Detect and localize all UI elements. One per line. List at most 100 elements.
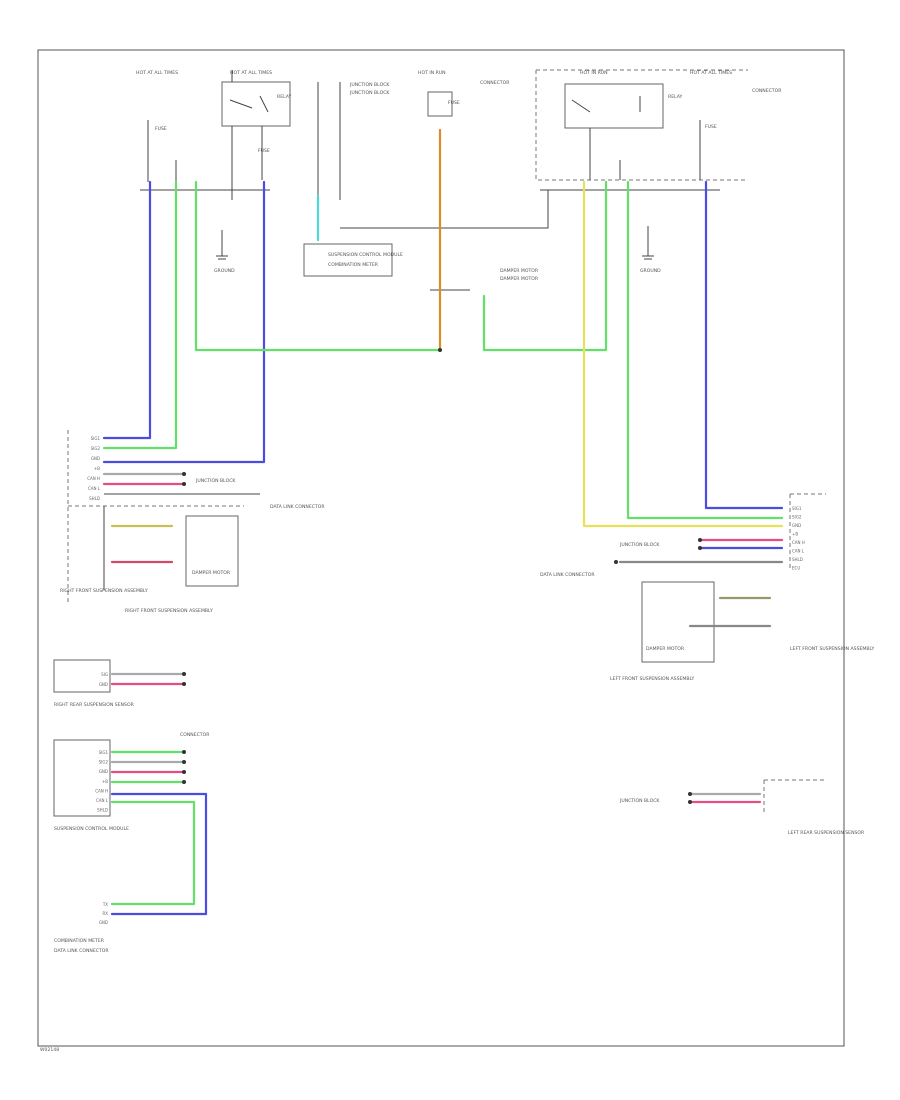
left-assembly-outline bbox=[789, 493, 826, 570]
left-rear-label: LEFT REAR SUSPENSION SENSOR bbox=[788, 830, 865, 836]
connector-dot bbox=[182, 760, 186, 764]
figure-code: W02148 bbox=[40, 1047, 59, 1053]
damper-label: DAMPER MOTOR bbox=[500, 268, 539, 274]
pin-label: +B bbox=[792, 532, 798, 537]
hot-label-2: HOT AT ALL TIMES bbox=[230, 70, 272, 76]
connector-dot bbox=[182, 770, 186, 774]
junction-label: JUNCTION BLOCK bbox=[349, 82, 390, 88]
pin-label: +B bbox=[102, 779, 108, 784]
pin-label: CAN H bbox=[792, 540, 805, 545]
pin-label: +B bbox=[94, 466, 100, 471]
pin-label: SHLD bbox=[792, 557, 803, 562]
connector-dot bbox=[182, 472, 186, 476]
fuse-label-2: FUSE bbox=[258, 148, 270, 154]
fuse-label-1: FUSE bbox=[155, 126, 167, 132]
wire-green-right-loop bbox=[482, 180, 608, 352]
connector-dot bbox=[182, 780, 186, 784]
pin-label: SIG1 bbox=[99, 750, 109, 755]
pin-label: SIG2 bbox=[792, 515, 802, 520]
relay-switch-left bbox=[229, 95, 269, 113]
relay-label-left: RELAY bbox=[277, 94, 292, 100]
connector-label-center: CONNECTOR bbox=[480, 80, 510, 86]
wire-blue-mod-loop bbox=[110, 792, 208, 916]
pin-label: SIG1 bbox=[792, 506, 802, 511]
data-link-lower-label: DATA LINK CONNECTOR bbox=[54, 948, 109, 954]
right-assembly-label: RIGHT FRONT SUSPENSION ASSEMBLY bbox=[60, 588, 148, 594]
ground-label-2: GROUND bbox=[640, 268, 661, 274]
pin-label: GND bbox=[99, 682, 108, 687]
ground-symbol-2 bbox=[642, 226, 654, 260]
wire-green-left-loop bbox=[194, 180, 442, 352]
pin-label: SIG bbox=[101, 672, 108, 677]
pin-label: SIG2 bbox=[91, 446, 101, 451]
wire-green-left-1 bbox=[102, 180, 178, 450]
pin-label: SIG2 bbox=[99, 760, 109, 765]
right-assembly-outline bbox=[67, 430, 244, 602]
pin-label: CAN H bbox=[95, 788, 108, 793]
data-link-label-left: DATA LINK CONNECTOR bbox=[270, 504, 325, 510]
combination-label: COMBINATION METER bbox=[328, 262, 379, 268]
pin-label: GND bbox=[792, 523, 801, 528]
ground-label-1: GROUND bbox=[214, 268, 235, 274]
pin-label: SHLD bbox=[97, 808, 108, 813]
data-link-label-right: DATA LINK CONNECTOR bbox=[540, 572, 595, 578]
pin-label: GND bbox=[99, 920, 108, 925]
fuse-label-4: FUSE bbox=[705, 124, 717, 130]
wire-green-mod-loop bbox=[110, 800, 196, 906]
junction-label-2: JUNCTION BLOCK bbox=[349, 90, 390, 96]
combination-lower-label: COMBINATION METER bbox=[54, 938, 105, 944]
junction-label-lr: JUNCTION BLOCK bbox=[619, 798, 660, 804]
hot-label-3: HOT IN RUN bbox=[418, 70, 446, 76]
pin-label: CAN L bbox=[88, 486, 101, 491]
connector-label-right: CONNECTOR bbox=[752, 88, 782, 94]
pin-label: TX bbox=[102, 902, 108, 907]
hot-label-4: HOT IN RUN bbox=[580, 70, 608, 76]
pin-label: ECU bbox=[792, 566, 800, 571]
connector-dot bbox=[182, 672, 186, 676]
pin-label: GND bbox=[91, 456, 100, 461]
pins-small-left: SIG GND bbox=[99, 672, 108, 687]
ground-symbol-1 bbox=[216, 230, 228, 260]
connector-dot bbox=[698, 546, 702, 550]
junction-label-left: JUNCTION BLOCK bbox=[195, 478, 236, 484]
wire-green-right bbox=[626, 180, 784, 520]
connector-dot bbox=[182, 750, 186, 754]
junction-lead bbox=[317, 82, 341, 200]
hot-label-1: HOT AT ALL TIMES bbox=[136, 70, 178, 76]
pin-label: CAN L bbox=[96, 798, 109, 803]
pin-label: GND bbox=[99, 769, 108, 774]
left-assembly-label: LEFT FRONT SUSPENSION ASSEMBLY bbox=[610, 676, 694, 682]
damper-motor-box-left bbox=[185, 515, 239, 587]
damper-motor-box-right bbox=[641, 581, 715, 663]
fuse-box-center bbox=[427, 91, 453, 117]
diagram-frame bbox=[37, 49, 845, 1047]
pin-label: CAN H bbox=[87, 476, 100, 481]
connector-dots bbox=[182, 348, 702, 804]
connector-dot bbox=[438, 348, 442, 352]
left-rear-sensor-outline bbox=[763, 779, 826, 812]
right-assembly-label-2: RIGHT FRONT SUSPENSION ASSEMBLY bbox=[125, 608, 213, 614]
relay-switch-right bbox=[571, 96, 641, 113]
wire-blue-left-1 bbox=[102, 180, 152, 440]
module-left-label: SUSPENSION CONTROL MODULE bbox=[54, 826, 129, 832]
damper-label-2: DAMPER MOTOR bbox=[500, 276, 539, 282]
fuse-label-3: FUSE bbox=[448, 100, 460, 106]
pin-label: SHLD bbox=[89, 496, 100, 501]
control-module-label: SUSPENSION CONTROL MODULE bbox=[328, 252, 403, 258]
damper-motor-left-label: DAMPER MOTOR bbox=[192, 570, 231, 576]
junction-box-right-outline bbox=[535, 70, 748, 181]
relay-right-leads bbox=[589, 120, 701, 180]
connector-dot bbox=[614, 560, 618, 564]
pin-label: CAN L bbox=[792, 549, 805, 554]
fuse-lead-1 bbox=[147, 120, 177, 182]
damper-motor-right-label: DAMPER MOTOR bbox=[646, 646, 685, 652]
relay-box-left bbox=[221, 81, 291, 127]
junction-label-right: JUNCTION BLOCK bbox=[619, 542, 660, 548]
wire-yellow-right bbox=[582, 180, 784, 528]
connector-dot bbox=[182, 682, 186, 686]
